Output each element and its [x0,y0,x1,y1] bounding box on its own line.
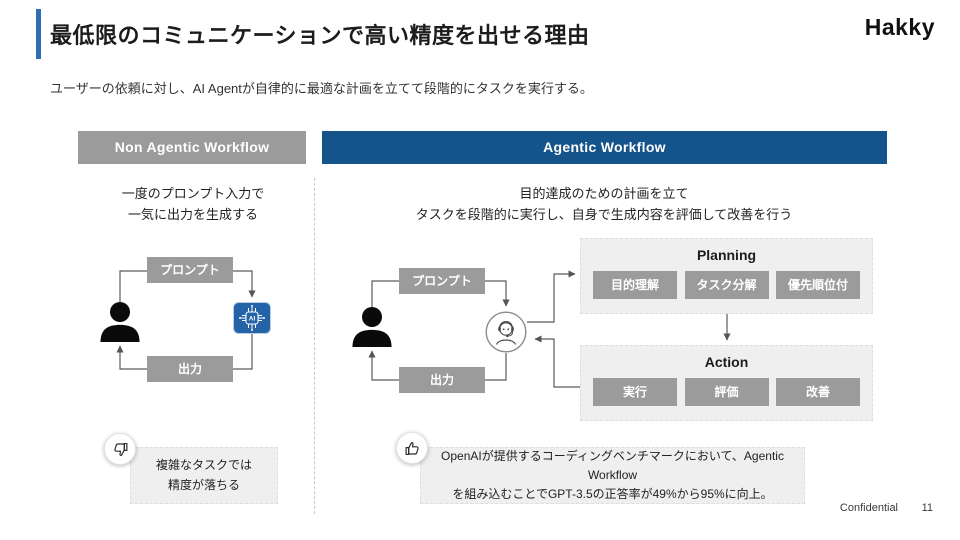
agentic-output-box: 出力 [399,367,485,393]
action-step-evaluate: 評価 [684,378,769,406]
user-icon [99,302,141,342]
caveat-line2: 精度が落ちる [167,477,240,492]
page-number: 11 [921,502,933,514]
agentic-description: 目的達成のための計画を立て タスクを段階的に実行し、自身で生成内容を評価して改善… [330,184,878,226]
non-agentic-description-line1: 一度のプロンプト入力で [121,186,265,201]
thumbs-down-badge [104,433,136,465]
hakky-logo: Hakky [864,14,935,40]
caveat-line1: 複雑なタスクでは [155,458,252,473]
planning-panel: Planning 目的理解 タスク分解 優先順位付 [580,238,873,314]
confidential-label: Confidential [839,502,898,514]
non-agentic-caveat-card: 複雑なタスクでは 精度が落ちる [130,447,278,504]
planning-step-decompose: タスク分解 [684,271,769,299]
agentic-description-line1: 目的達成のための計画を立て [519,186,689,201]
ai-chip-icon: AI [233,302,271,334]
benefit-line2: を組み込むことでGPT-3.5の正答率が49%から95%に向上。 [452,487,773,502]
non-agentic-description: 一度のプロンプト入力で 一気に出力を生成する [80,184,306,226]
slide-subtitle: ユーザーの依頼に対し、AI Agentが自律的に最適な計画を立てて段階的にタスク… [50,81,593,96]
non-agentic-output-box: 出力 [147,356,233,382]
planning-title: Planning [696,247,757,263]
agentic-header: Agentic Workflow [322,131,887,164]
action-step-improve: 改善 [776,378,860,406]
benefit-line1: OpenAIが提供するコーディングベンチマークにおいて、Agentic Work… [441,448,784,482]
thumbs-down-icon [113,442,127,456]
non-agentic-description-line2: 一気に出力を生成する [127,206,258,222]
action-panel: Action 実行 評価 改善 [580,345,873,421]
non-agentic-header: Non Agentic Workflow [78,131,306,164]
thumbs-up-icon [405,441,419,455]
svg-text:AI: AI [249,316,256,323]
action-steps: 実行 評価 改善 [581,370,872,406]
agentic-benefit-card: OpenAIが提供するコーディングベンチマークにおいて、Agentic Work… [420,447,805,504]
thumbs-up-badge [396,432,428,464]
non-agentic-prompt-box: プロンプト [147,257,233,283]
page-title: 最低限のコミュニケーションで高い精度を出せる理由 [50,23,590,48]
user-icon [351,307,393,347]
section-divider [314,178,315,514]
agentic-prompt-box: プロンプト [399,268,485,294]
title-accent-bar [36,9,41,59]
planning-step-prioritize: 優先順位付 [776,271,860,299]
action-step-execute: 実行 [593,378,677,406]
action-title: Action [704,354,749,370]
agent-icon [485,311,527,353]
planning-step-goal: 目的理解 [593,271,677,299]
agentic-description-line2: タスクを段階的に実行し、自身で生成内容を評価して改善を行う [415,206,793,222]
planning-steps: 目的理解 タスク分解 優先順位付 [581,263,872,299]
